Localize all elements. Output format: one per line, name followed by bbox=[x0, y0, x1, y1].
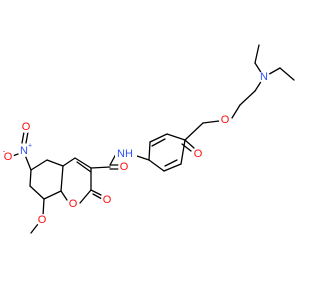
svg-text:NH: NH bbox=[117, 148, 133, 160]
ester-group bbox=[181, 120, 220, 152]
bond bbox=[60, 165, 64, 192]
bond bbox=[21, 131, 25, 144]
bond bbox=[149, 133, 168, 143]
svg-text:O: O bbox=[38, 214, 47, 226]
nitro-positive-charge: + bbox=[28, 143, 32, 150]
svg-text:O: O bbox=[120, 161, 129, 173]
bond bbox=[90, 166, 111, 169]
bond bbox=[29, 169, 32, 187]
molecule-structure: O O N NH O N + O - O bbox=[2, 44, 295, 234]
bond bbox=[60, 190, 68, 201]
svg-text:O: O bbox=[69, 198, 78, 210]
nitro-oxygen-minus: O - bbox=[2, 149, 14, 163]
bond bbox=[148, 141, 151, 161]
bond bbox=[62, 157, 76, 167]
bond bbox=[239, 90, 256, 106]
coumarin-core bbox=[29, 157, 111, 204]
bond bbox=[163, 163, 182, 172]
methoxy-oxygen: O bbox=[36, 214, 48, 226]
bond bbox=[79, 189, 92, 204]
bond bbox=[279, 67, 295, 81]
bond bbox=[24, 154, 32, 171]
bond bbox=[231, 104, 241, 119]
amine-nitrogen: N bbox=[258, 71, 270, 83]
bond bbox=[29, 185, 45, 200]
bond bbox=[254, 44, 260, 64]
ester-carbonyl-oxygen: O bbox=[192, 148, 204, 160]
bond bbox=[202, 120, 220, 124]
svg-text:N: N bbox=[260, 71, 268, 83]
amide-oxygen: O bbox=[118, 161, 130, 173]
svg-text:O: O bbox=[22, 121, 31, 133]
bond bbox=[180, 139, 186, 165]
bond bbox=[151, 138, 166, 147]
svg-text:O: O bbox=[4, 151, 13, 163]
bond bbox=[30, 223, 39, 234]
bond bbox=[166, 133, 186, 141]
bond bbox=[43, 190, 62, 200]
atom-labels: O O N NH O N + O - O bbox=[2, 71, 270, 226]
bond bbox=[184, 139, 195, 149]
benzene-ring bbox=[148, 133, 186, 172]
bond bbox=[148, 159, 165, 172]
molecule-svg: O O N NH O N + O - O bbox=[2, 44, 295, 234]
amide-nh: NH bbox=[115, 147, 137, 160]
ester-oxygen: O bbox=[219, 114, 231, 126]
svg-text:N: N bbox=[20, 145, 28, 157]
nitro-negative-charge: - bbox=[3, 149, 6, 156]
methoxy-group bbox=[30, 198, 45, 234]
ring-oxygen: O bbox=[67, 198, 79, 210]
bond bbox=[76, 161, 92, 173]
svg-text:O: O bbox=[221, 114, 230, 126]
lactone-oxygen: O bbox=[101, 194, 113, 206]
bond bbox=[25, 131, 29, 144]
nitro-oxygen: O bbox=[20, 121, 32, 133]
bond bbox=[164, 159, 178, 167]
bond bbox=[30, 159, 48, 171]
bond bbox=[42, 198, 45, 217]
svg-text:O: O bbox=[194, 148, 203, 160]
nitro-nitrogen: N + bbox=[18, 143, 32, 157]
svg-text:O: O bbox=[103, 194, 112, 206]
bond bbox=[92, 193, 103, 200]
bond bbox=[90, 189, 102, 196]
bond bbox=[46, 159, 64, 167]
bond bbox=[74, 157, 92, 169]
bond bbox=[184, 122, 204, 141]
